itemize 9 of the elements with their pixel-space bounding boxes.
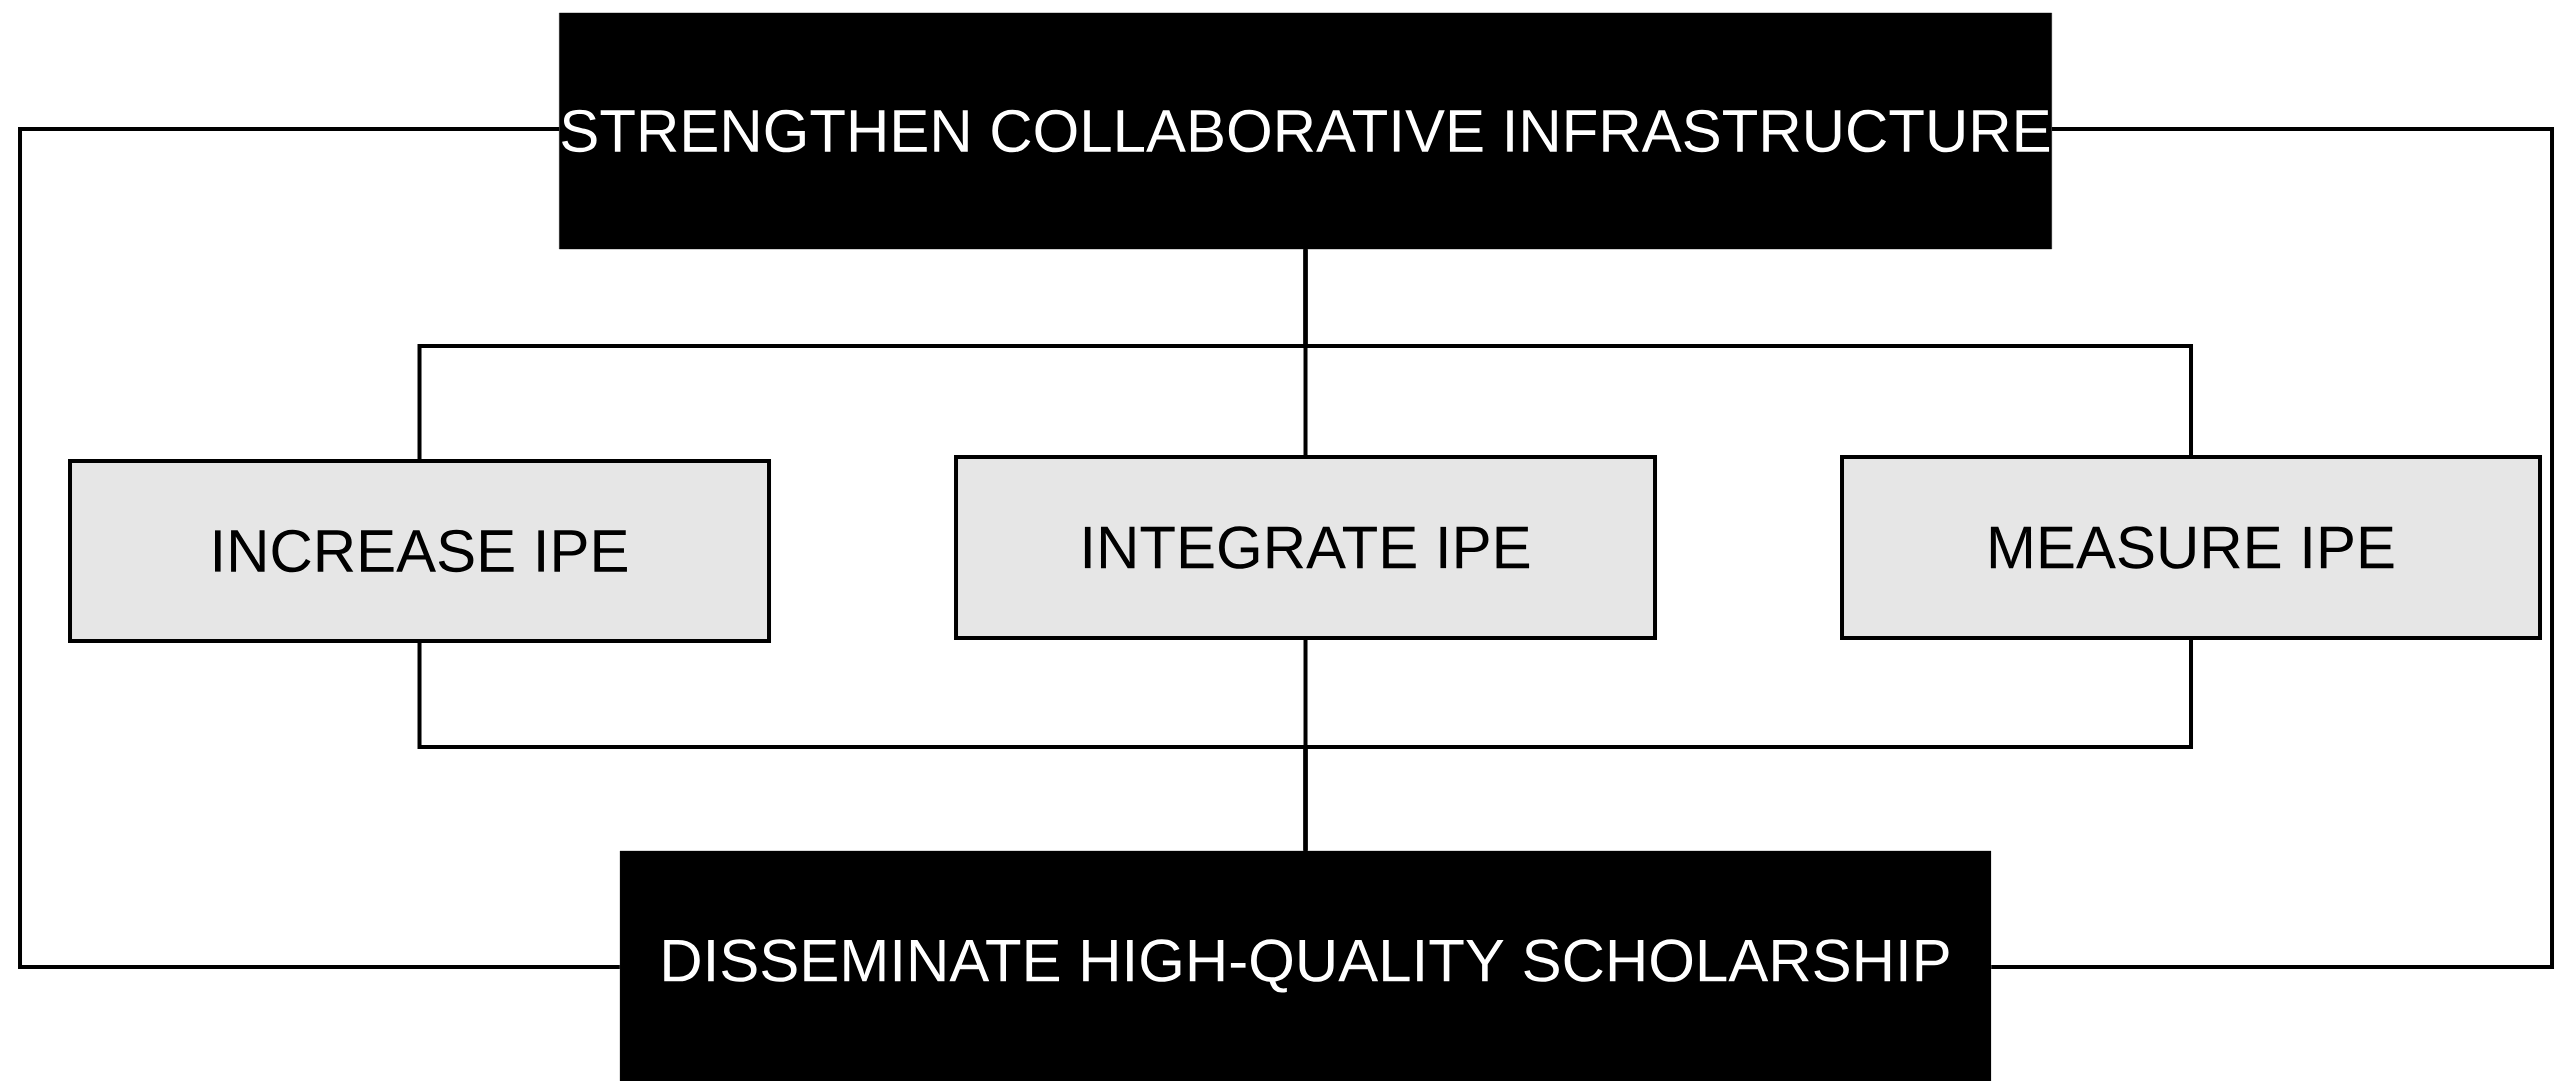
title-box: STRENGTHEN COLLABORATIVE INFRASTRUCTURE [559, 12, 2052, 250]
connector-line [1303, 249, 2193, 455]
connector-line [1303, 640, 2193, 851]
process-box: INCREASE IPE [68, 459, 771, 643]
connector-line [18, 126, 620, 969]
process-box: INTEGRATE IPE [954, 455, 1657, 640]
process-box: MEASURE IPE [1840, 455, 2542, 640]
connector-line [1991, 126, 2554, 969]
title-box: DISSEMINATE HIGH-QUALITY SCHOLARSHIP [619, 850, 1992, 1081]
